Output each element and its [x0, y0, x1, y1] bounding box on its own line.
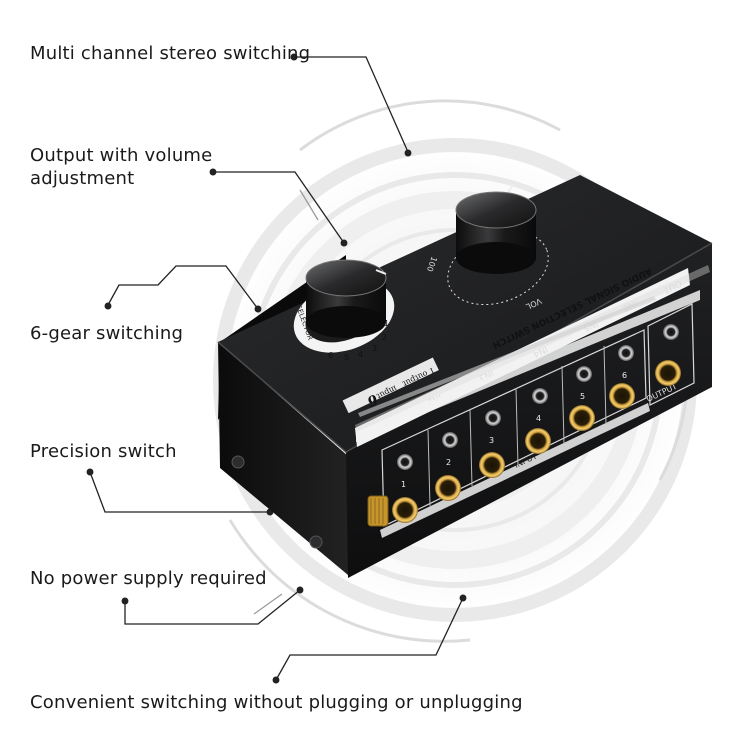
jack-number-1: 1: [401, 480, 406, 489]
feature-convenient: Convenient switching without plugging or…: [30, 692, 523, 713]
feature-output-volume-line1: Output with volume: [30, 145, 213, 166]
jack-number-3: 3: [489, 436, 494, 445]
feature-output-volume: Output with volume adjustment: [30, 144, 212, 190]
volume-knob: [455, 183, 537, 274]
jack-number-4: 4: [536, 414, 541, 423]
dial-number-2: 2: [382, 333, 387, 342]
jack-number-5: 5: [580, 392, 585, 401]
dial-number-4: 4: [358, 350, 363, 359]
small-jacks: [397, 324, 679, 470]
selector-knob: [305, 259, 387, 338]
dial-number-5: 5: [344, 353, 349, 362]
feature-multi-channel: Multi channel stereo switching: [30, 43, 311, 64]
feature-output-volume-line2: adjustment: [30, 168, 135, 189]
jack-number-2: 2: [446, 458, 451, 467]
precision-switch-screw: [367, 495, 389, 527]
jack-number-6: 6: [622, 371, 627, 380]
dial-number-6: 6: [328, 351, 333, 360]
feature-precision-switch: Precision switch: [30, 441, 177, 462]
dial-number-3: 3: [372, 344, 377, 353]
feature-6-gear: 6-gear switching: [30, 323, 184, 344]
feature-no-power: No power supply required: [30, 568, 267, 589]
dial-number-1: 1: [384, 319, 389, 328]
gold-jacks: [392, 360, 681, 523]
